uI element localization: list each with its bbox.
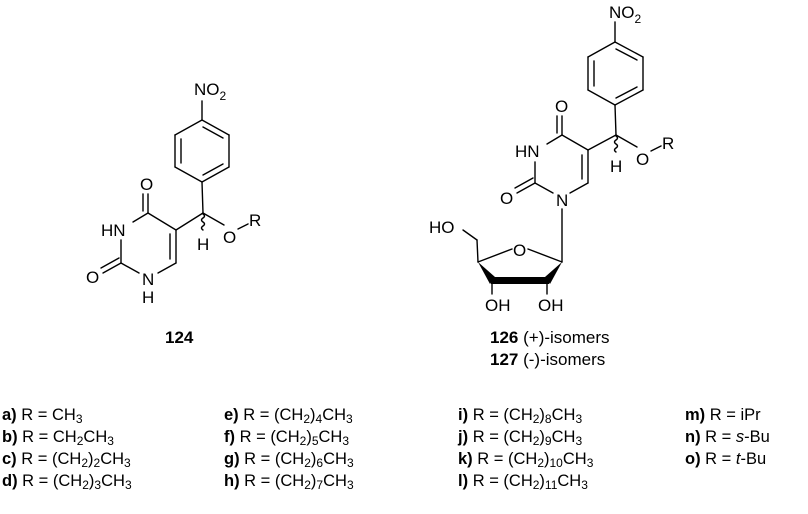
wavy-bond — [200, 213, 206, 231]
substituent-key: l) — [458, 472, 469, 490]
substituent-entry: d) R = (CH2)3CH3 — [2, 472, 132, 492]
substituent-entry: g) R = (CH2)6CH3 — [224, 450, 354, 470]
substituent-key: e) — [224, 406, 239, 424]
ring-oxygen: O — [513, 241, 526, 260]
substituent-key: i) — [458, 406, 469, 424]
ch-hydrogen: H — [197, 235, 209, 254]
ribose-ring — [462, 208, 563, 295]
structure-124: NO2 H O R O HN O N — [86, 80, 261, 307]
c4-carbonyl-oxygen: O — [555, 97, 568, 116]
substituent-key: m) — [685, 406, 706, 424]
wedge-bond — [545, 262, 562, 284]
r-group: R — [662, 134, 674, 153]
substituent-entry: j) R = (CH2)9CH3 — [458, 428, 583, 448]
substituent-key: n) — [685, 428, 701, 446]
substituent-key: a) — [2, 406, 17, 424]
n1-label: N — [556, 191, 568, 210]
substituent-entry: e) R = (CH2)4CH3 — [224, 406, 353, 426]
substituent-key: b) — [2, 428, 18, 446]
c2-hydroxyl: OH — [538, 296, 564, 315]
substituent-key: j) — [458, 428, 469, 446]
c2-carbonyl-oxygen: O — [500, 189, 513, 208]
substituent-entry: o) R = t-Bu — [685, 450, 767, 468]
ether-oxygen: O — [223, 228, 236, 247]
ether-oxygen: O — [636, 150, 649, 169]
compound-label-127: 127 (-)-isomers — [490, 350, 606, 369]
substituent-key: h) — [224, 472, 240, 490]
bold-bond — [490, 277, 550, 284]
nitro-group-label: NO2 — [609, 3, 642, 26]
substituent-key: o) — [685, 450, 701, 468]
substituent-entry: f) R = (CH2)5CH3 — [224, 428, 350, 448]
substituent-entry: n) R = s-Bu — [685, 428, 770, 446]
nitrophenyl-ring — [587, 21, 644, 106]
n1-label: N — [142, 270, 154, 289]
structure-126-127: NO2 H O R O HN O N — [429, 3, 674, 315]
r-group: R — [249, 211, 261, 230]
n1-hydrogen: H — [142, 288, 154, 307]
nitro-group-label: NO2 — [194, 80, 227, 103]
substituent-key: k) — [458, 450, 473, 468]
wavy-bond — [613, 135, 619, 153]
substituent-key: f) — [224, 428, 235, 446]
uracil-ring — [514, 115, 589, 194]
substituent-entry: h) R = (CH2)7CH3 — [224, 472, 354, 492]
substituent-key: g) — [224, 450, 240, 468]
substituent-column-4: m) R = iPr n) R = s-Bu o) R = t-Bu — [685, 404, 770, 470]
substituent-entry: m) R = iPr — [685, 406, 761, 424]
substituent-entry: c) R = (CH2)2CH3 — [2, 450, 131, 470]
c2-carbonyl-oxygen: O — [86, 268, 99, 287]
c4-carbonyl-oxygen: O — [140, 175, 153, 194]
substituent-entry: l) R = (CH2)11CH3 — [458, 472, 588, 492]
n3-hn-label: HN — [101, 221, 126, 240]
compound-label-124: 124 — [165, 328, 194, 347]
n3-hn-label: HN — [515, 142, 540, 161]
ch-hydrogen: H — [610, 157, 622, 176]
substituent-entry: i) R = (CH2)8CH3 — [458, 406, 583, 426]
substituent-entry: b) R = CH2CH3 — [2, 428, 114, 448]
substituent-key: d) — [2, 472, 18, 490]
substituent-entry: a) R = CH3 — [2, 406, 83, 426]
substituent-entry: k) R = (CH2)10CH3 — [458, 450, 594, 470]
nitrophenyl-ring — [174, 100, 230, 183]
c3-hydroxyl: OH — [485, 296, 511, 315]
uracil-ring — [100, 193, 177, 274]
c5-hydroxyl: HO — [429, 218, 455, 237]
substituent-key: c) — [2, 450, 17, 468]
compound-label-126: 126 (+)-isomers — [490, 328, 610, 347]
